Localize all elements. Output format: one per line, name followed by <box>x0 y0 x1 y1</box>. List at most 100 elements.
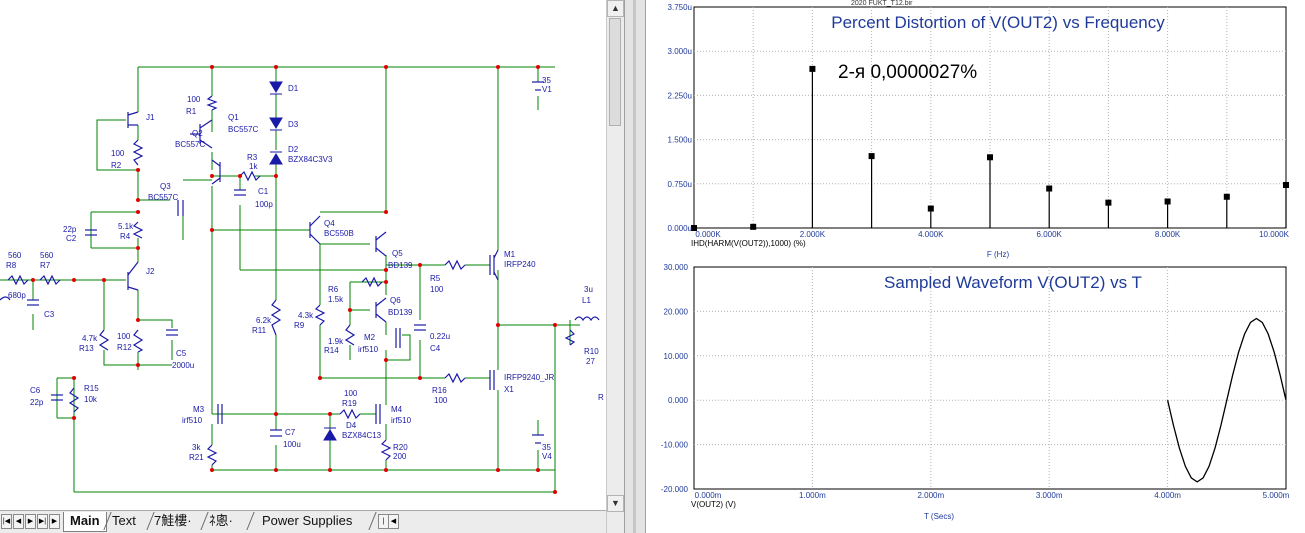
waveform-ytick: -10.000 <box>661 441 689 450</box>
distortion-ytick: 3.000u <box>668 47 692 56</box>
waveform-series-line <box>1166 317 1287 483</box>
distortion-point <box>927 205 934 212</box>
resistor-R6 <box>361 276 383 288</box>
tab-page-4[interactable]: ﾈ悤· <box>209 513 233 528</box>
label-Q2: Q2 <box>192 129 203 138</box>
label-R3v: 1k <box>249 162 258 171</box>
next-page-icon[interactable]: ▶ <box>25 514 36 529</box>
prev-page-icon[interactable]: ◀ <box>13 514 24 529</box>
label-Q6v: BD139 <box>388 308 413 317</box>
label-C4v: 0.22u <box>430 332 450 341</box>
distortion-xtick: 4.000K <box>918 230 944 239</box>
resistor-R1 <box>206 95 218 111</box>
label-Q5v: BD139 <box>388 261 413 270</box>
resistor-R5 <box>444 259 466 271</box>
resistor-R19 <box>339 408 361 420</box>
waveform-xlabel: T (Secs) <box>924 512 954 521</box>
tabs-scroll-right-icon[interactable]: ◀ <box>388 514 399 529</box>
label-C6: C6 <box>30 386 41 395</box>
label-C4: C4 <box>430 344 441 353</box>
waveform-plot[interactable]: Sampled Waveform V(OUT2) vs T 30.000 20.… <box>661 263 1290 521</box>
resistor-R15 <box>68 387 80 413</box>
label-L1v: 3u <box>584 285 593 294</box>
label-R13v: 4.7k <box>82 334 98 343</box>
waveform-ytick: 20.000 <box>664 307 689 316</box>
label-R11v: 6.2k <box>256 316 272 325</box>
label-R16v: 100 <box>434 396 448 405</box>
analysis-plot-pane[interactable]: 2020 FUKT_T12.bir Percent Distortion of … <box>646 0 1305 533</box>
distortion-point <box>987 154 993 161</box>
resistor-R10 <box>564 329 576 346</box>
distortion-expression[interactable]: IHD(HARM(V(OUT2)),1000) (%) <box>691 239 806 248</box>
label-C2v: 22p <box>63 225 77 234</box>
label-R19v: 100 <box>344 389 358 398</box>
waveform-ytick: -20.000 <box>661 485 689 494</box>
analysis-plots-canvas[interactable]: 2020 FUKT_T12.bir Percent Distortion of … <box>646 0 1305 533</box>
distortion-point <box>868 153 875 160</box>
distortion-point <box>1105 199 1112 206</box>
resistor-R11 <box>270 299 282 336</box>
label-J2: J2 <box>146 267 155 276</box>
label-R13: R13 <box>79 344 94 353</box>
tab-page-3[interactable]: 7鮭樓· <box>154 513 192 528</box>
distortion-plot[interactable]: Percent Distortion of V(OUT2) vs Frequen… <box>668 3 1290 259</box>
waveform-xtick: 5.000m <box>1263 491 1290 500</box>
schematic-vertical-scrollbar[interactable]: ▲ ▼ <box>606 0 624 533</box>
resistor-R3 <box>239 170 261 182</box>
distortion-xtick: 6.000K <box>1037 230 1063 239</box>
tab-power-supplies[interactable]: Power Supplies <box>262 513 353 528</box>
waveform-xtick: 4.000m <box>1154 491 1181 500</box>
pane-splitter[interactable] <box>624 0 646 533</box>
resistor-R16 <box>444 372 466 384</box>
label-R9: R9 <box>294 321 305 330</box>
first-page-icon[interactable]: |◀ <box>1 514 12 529</box>
waveform-xtick: 3.000m <box>1036 491 1063 500</box>
label-C1v: 100p <box>255 200 273 209</box>
label-R21v: 3k <box>192 443 201 452</box>
label-D4v: BZX84C13 <box>342 431 382 440</box>
schematic-pane[interactable]: 100 R1 Q1 BC557C Q2 BC557C J1 100 R2 R3 … <box>0 0 606 510</box>
last-page-icon[interactable]: ▶| <box>37 514 48 529</box>
more-pages-icon[interactable]: ▶ <box>49 514 60 529</box>
schematic-canvas[interactable]: 100 R1 Q1 BC557C Q2 BC557C J1 100 R2 R3 … <box>0 0 606 510</box>
tab-main[interactable]: Main <box>63 512 107 532</box>
label-R20v: 200 <box>393 452 407 461</box>
label-R8: R8 <box>6 261 17 270</box>
distortion-point <box>691 225 697 231</box>
resistor-R8 <box>7 274 29 286</box>
scroll-down-arrow-icon[interactable]: ▼ <box>607 495 624 512</box>
distortion-ytick-top: 3.750u <box>668 3 692 12</box>
label-M1v: IRFP240 <box>504 260 536 269</box>
distortion-point <box>809 65 816 72</box>
label-Q5: Q5 <box>392 249 403 258</box>
label-Q4: Q4 <box>324 219 335 228</box>
label-R12v: 100 <box>117 332 131 341</box>
label-R14v: 1.9k <box>328 337 344 346</box>
waveform-expression[interactable]: V(OUT2) (V) <box>691 500 736 509</box>
label-R9v: 4.3k <box>298 311 314 320</box>
scroll-thumb[interactable] <box>609 18 621 126</box>
resistor-R21 <box>206 444 218 466</box>
tab-text[interactable]: Text <box>112 513 136 528</box>
label-R1: R1 <box>186 107 197 116</box>
label-Q2v: BC557C <box>175 140 205 149</box>
label-R8v: 560 <box>8 251 22 260</box>
file-label: 2020 FUKT_T12.bir <box>851 0 913 7</box>
distortion-ytick: 0.000u <box>668 224 692 233</box>
label-M2: M2 <box>364 333 376 342</box>
scroll-up-arrow-icon[interactable]: ▲ <box>607 0 624 17</box>
waveform-yticks: 30.000 20.000 10.000 0.000 -10.000 -20.0… <box>661 263 689 494</box>
distortion-bars <box>691 65 1289 231</box>
label-D2v: BZX84C3V3 <box>288 155 333 164</box>
label-R6v: 1.5k <box>328 295 344 304</box>
diodes <box>269 81 337 441</box>
label-M4v: irf510 <box>391 416 412 425</box>
distortion-point <box>750 223 757 230</box>
inductor-L1 <box>574 316 600 322</box>
label-M2v: irf510 <box>358 345 379 354</box>
label-R3: R3 <box>247 153 258 162</box>
distortion-xtick: 8.000K <box>1155 230 1181 239</box>
label-M4: M4 <box>391 405 403 414</box>
zener-D2 <box>269 153 283 165</box>
distortion-xlabel: F (Hz) <box>987 250 1010 259</box>
